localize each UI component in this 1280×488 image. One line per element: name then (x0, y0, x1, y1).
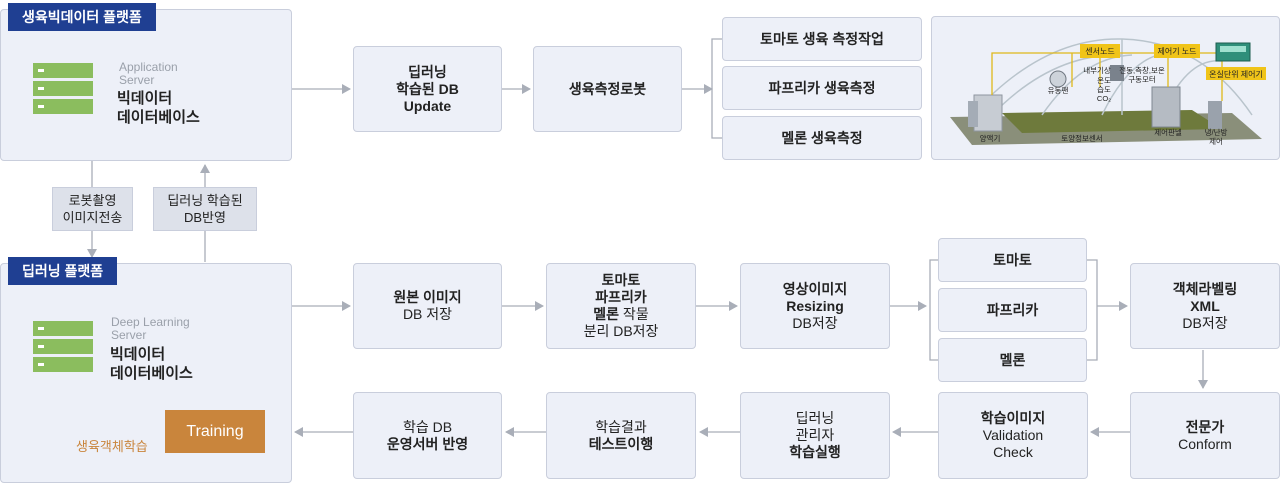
greenhouse-controller-label: 온실단위 제어기 (1209, 69, 1263, 79)
soil-sensor-label: 토양정보센서 (1061, 133, 1102, 143)
test-result-box: 학습결과 테스트이행 (546, 392, 696, 479)
tomato-task-box: 토마토 생육 측정작업 (722, 17, 922, 61)
trained-db-apply-label: 딥러닝 학습된 DB반영 (153, 187, 257, 231)
server-database-icon (33, 63, 93, 114)
sensor-node-label: 센서노드 (1085, 46, 1114, 56)
deploy-server-box: 학습 DB 운영서버 반영 (353, 392, 502, 479)
robot-image-transfer-label: 로봇촬영 이미지전송 (52, 187, 133, 231)
window-motor-label-2: 구동모터 (1128, 75, 1156, 84)
crop-split-box: 토마토 파프리카 멜론 작물 분리 DB저장 (546, 263, 696, 349)
controller-node-label: 제어기 노드 (1157, 46, 1196, 56)
db-update-box: 딥러닝 학습된 DB Update (353, 46, 502, 132)
humidity-label: 습도 (1097, 85, 1111, 94)
object-learning-label: 생육객체학습 (76, 439, 148, 454)
hvac-label-2: 제어 (1209, 136, 1223, 146)
bigdata-platform-tag: 생육빅데이터 플랫폼 (8, 3, 156, 31)
fan-label: 유동팬 (1048, 86, 1069, 95)
internal-weather-label: 내부기상 (1083, 65, 1111, 75)
nutrient-supply-label: 양액기 (980, 133, 1001, 143)
hvac-label-1: 냉/난방 (1205, 127, 1228, 137)
paprika-crop-box: 파프리카 (938, 288, 1087, 332)
paprika-task-box: 파프리카 생육측정 (722, 66, 922, 110)
control-panel-label: 제어판넬 (1154, 127, 1182, 137)
training-block: Training (165, 410, 265, 453)
greenhouse-illustration: 센서노드 제어기 노드 온실단위 제어기 내부기상 온도 습도 CO₂ 전동,측… (931, 16, 1280, 160)
greenhouse-drawing: 센서노드 제어기 노드 온실단위 제어기 내부기상 온도 습도 CO₂ 전동,측… (950, 38, 1266, 146)
growth-robot-box: 생육측정로봇 (533, 46, 682, 132)
melon-task-box: 멜론 생육측정 (722, 116, 922, 160)
temperature-label: 온도 (1097, 76, 1111, 85)
server-database-icon (33, 321, 93, 372)
window-motor-label-1: 전동,측창,보온 (1119, 65, 1165, 75)
object-labeling-box: 객체라벨링 XML DB저장 (1130, 263, 1280, 349)
expert-conform-box: 전문가 Conform (1130, 392, 1280, 479)
melon-crop-box: 멜론 (938, 338, 1087, 382)
bigdata-db-label: 빅데이터 데이터베이스 (117, 90, 200, 126)
validation-check-box: 학습이미지 Validation Check (938, 392, 1088, 479)
tomato-crop-box: 토마토 (938, 238, 1087, 282)
deeplearning-platform-tag: 딥러닝 플랫폼 (8, 257, 118, 285)
deep-learning-server-label: Deep Learning Server (111, 315, 190, 342)
training-run-box: 딥러닝 관리자 학습실행 (740, 392, 890, 479)
original-image-box: 원본 이미지 DB 저장 (353, 263, 502, 349)
bigdata-db-label: 빅데이터 데이터베이스 (110, 346, 193, 382)
co2-label: CO₂ (1097, 94, 1111, 103)
application-server-label: Application Server (119, 60, 178, 87)
image-resizing-box: 영상이미지 Resizing DB저장 (740, 263, 890, 349)
